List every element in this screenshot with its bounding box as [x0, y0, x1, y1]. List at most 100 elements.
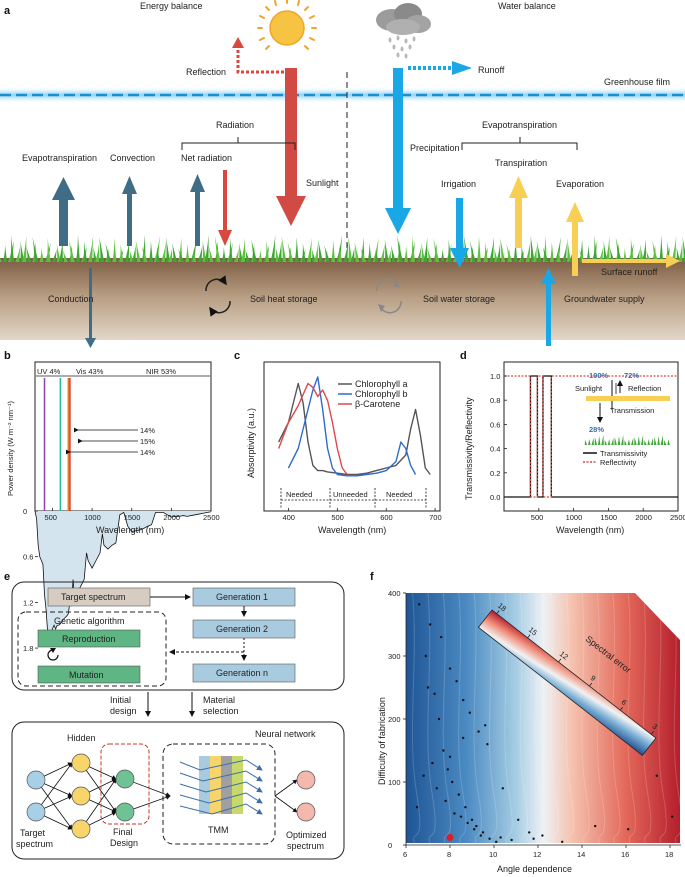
- contour-line: [596, 592, 606, 843]
- nn-node: [26, 802, 46, 822]
- grass-blade: [331, 240, 336, 262]
- grass-blade: [622, 248, 627, 262]
- grass-blade: [588, 439, 591, 445]
- scatter-point: [499, 836, 502, 839]
- chart-d-ylabel: Transmissivity/Reflectivity: [464, 397, 474, 500]
- runoff-arrow: [408, 61, 472, 75]
- scatter-point: [481, 831, 485, 834]
- scatter-point: [671, 815, 674, 818]
- grass-blade: [208, 246, 214, 262]
- scatter-point: [446, 768, 449, 771]
- scatter-point: [435, 787, 438, 790]
- sunlight-d-label: Sunlight: [575, 384, 603, 393]
- grass-blade: [601, 435, 604, 445]
- generation1-label: Generation 1: [216, 592, 268, 602]
- grass-blade: [384, 239, 389, 262]
- initial-design-label-1: Initial: [110, 695, 131, 705]
- series-line: [278, 382, 348, 475]
- grass-blade: [621, 435, 624, 445]
- x-tick-label: 700: [429, 513, 442, 522]
- chart-b-xlabel: Wavelength (nm): [96, 525, 164, 535]
- scatter-point: [448, 755, 452, 758]
- scatter-point: [517, 818, 520, 821]
- grass-blade: [641, 239, 646, 262]
- tmm-ray: [179, 759, 263, 771]
- grass-blade: [650, 438, 654, 445]
- scatter-point: [627, 828, 630, 831]
- pct-14b: 14%: [140, 448, 155, 457]
- grass-blade: [676, 247, 681, 262]
- scatter-point: [501, 787, 504, 790]
- tmm-layers: [199, 756, 243, 814]
- scatter-point: [437, 717, 441, 721]
- grass-blade: [647, 439, 650, 445]
- sunlight-arrow: [276, 68, 306, 226]
- scatter-point: [532, 837, 535, 840]
- grass-blade: [637, 436, 640, 445]
- grass-blade: [15, 246, 21, 262]
- nn-edge: [35, 762, 73, 813]
- grass-blade: [614, 437, 617, 445]
- panel-a: a Energy balance Water balance: [0, 0, 685, 348]
- scatter-point: [418, 603, 421, 606]
- scatter-point: [442, 749, 445, 752]
- grass-blade: [484, 242, 488, 262]
- grass-blade: [238, 243, 243, 262]
- mutation-box: [37, 665, 141, 684]
- grass-blade: [0, 258, 2, 262]
- x-tick-label: 12: [533, 850, 541, 859]
- transpiration-arrow: [509, 176, 528, 248]
- x-tick-label: 1000: [566, 513, 583, 522]
- grass-blade: [525, 240, 531, 262]
- y-tick-label: 1.0: [490, 372, 500, 381]
- grass-blade: [99, 237, 105, 262]
- contour-line: [658, 592, 667, 843]
- grass-blade: [634, 249, 640, 262]
- scatter-point: [477, 730, 480, 733]
- scatter-point: [510, 838, 513, 842]
- grass-blade: [214, 236, 221, 262]
- grass-blade: [469, 241, 476, 262]
- scatter-point: [424, 654, 427, 658]
- grass-blade: [536, 241, 542, 262]
- irrigation-label: Irrigation: [441, 179, 476, 189]
- grass-blade: [433, 238, 440, 262]
- panel-label-d: d: [460, 350, 467, 362]
- groundwater-supply-arrow: [541, 268, 556, 346]
- x-tick-label: 1000: [84, 513, 101, 522]
- tmm-ray: [179, 803, 263, 815]
- grass-blade: [277, 241, 282, 262]
- grass-blade: [354, 242, 360, 262]
- grass-blade: [423, 237, 428, 262]
- grass-blade: [367, 243, 372, 262]
- reproduction-box: [37, 629, 141, 648]
- generation-n-label: Generation n: [216, 668, 268, 678]
- scatter-point: [455, 680, 458, 683]
- grass-blade: [542, 247, 549, 262]
- grass-blade: [301, 243, 306, 262]
- contour-line: [673, 592, 680, 843]
- scatter-point: [426, 686, 430, 689]
- neural-network-graph: [26, 753, 316, 839]
- y-tick-label: 0.6: [490, 420, 500, 429]
- legend-chlorophyll-a: Chlorophyll a: [355, 379, 408, 389]
- y-tick-label: 200: [388, 715, 401, 724]
- evaporation-arrow: [566, 202, 584, 276]
- grass-blade: [172, 243, 178, 262]
- irrigation-arrow: [450, 198, 469, 268]
- x-tick-label: 2500: [670, 513, 685, 522]
- x-tick-label: 2500: [203, 513, 220, 522]
- grass-blade: [112, 238, 117, 262]
- nn-edge: [274, 779, 298, 797]
- scatter-point: [464, 806, 467, 809]
- contour-line: [411, 592, 421, 843]
- scatter-point: [473, 828, 476, 831]
- legend-chlorophyll-b: Chlorophyll b: [355, 389, 408, 399]
- tmm-ray: [179, 781, 263, 793]
- grass-blade: [62, 250, 68, 262]
